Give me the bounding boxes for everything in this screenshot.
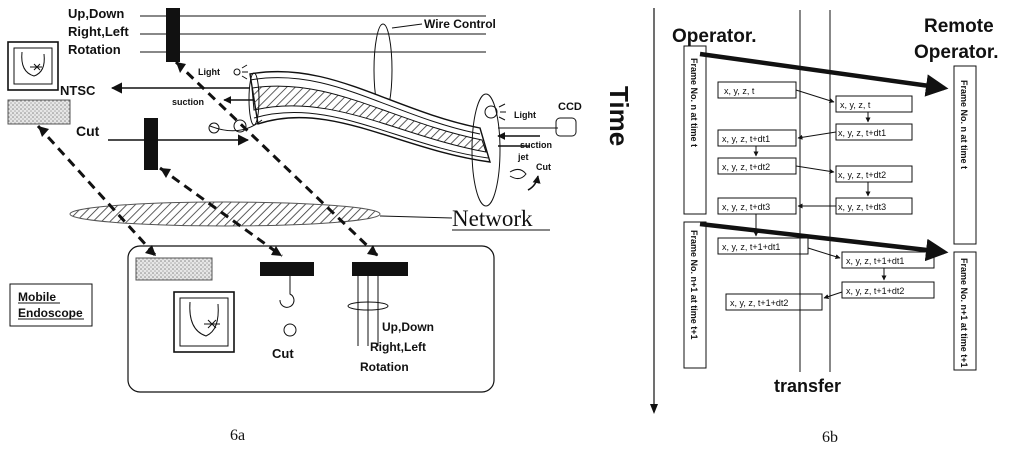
svg-text:x, y, z, t+1+dt2: x, y, z, t+1+dt2	[730, 298, 788, 308]
label-ntsc: NTSC	[60, 83, 96, 98]
label-light-right: Light	[514, 110, 536, 120]
caption-6a: 6a	[230, 427, 245, 444]
svg-text:x, y, z, t+dt3: x, y, z, t+dt3	[838, 202, 886, 212]
svg-text:x, y, z, t+dt2: x, y, z, t+dt2	[838, 170, 886, 180]
label-remote: Remote	[924, 16, 994, 37]
svg-text:x, y, z, t+dt1: x, y, z, t+dt1	[838, 128, 886, 138]
frame-right-1	[953, 65, 977, 245]
label-mobile: Mobile	[18, 290, 56, 304]
frame-left-1	[683, 45, 707, 215]
svg-text:x, y, z, t+1+dt1: x, y, z, t+1+dt1	[722, 242, 780, 252]
label-jet: jet	[517, 152, 529, 162]
label-up-down: Up,Down	[68, 6, 124, 21]
caption-6b: 6b	[822, 429, 838, 446]
label-time: Time	[604, 86, 634, 146]
svg-text:x, y, z, t+dt1: x, y, z, t+dt1	[722, 134, 770, 144]
right-packet-2: x, y, z, t+dt2	[835, 165, 913, 183]
control-block-cut	[144, 118, 158, 170]
frame-transfer-arrow-2	[699, 221, 949, 262]
label-frame-right-1: Frame No. n at time t	[959, 80, 969, 169]
mobile-endoscope-box	[127, 245, 495, 393]
frame-left-2	[683, 221, 707, 369]
svg-text:x, y, z, t: x, y, z, t	[840, 100, 871, 110]
label-wire-control: Wire Control	[424, 17, 496, 31]
monitor-icon-bottom	[173, 291, 235, 353]
left-packet-4: x, y, z, t+1+dt1	[717, 237, 809, 255]
label-suction-left: suction	[172, 97, 204, 107]
label-right-left: Right,Left	[68, 24, 129, 39]
mobile-cut-block	[260, 262, 314, 276]
endoscope-tube	[209, 70, 491, 163]
dashed-link-monitor	[36, 124, 158, 258]
label-transfer: transfer	[774, 376, 841, 396]
left-packet-1: x, y, z, t+dt1	[717, 129, 797, 147]
label-frame-left-1: Frame No. n at time t	[689, 58, 699, 147]
label-rotation: Rotation	[68, 42, 121, 57]
frame-transfer-arrow-1	[699, 51, 949, 97]
panel-6b: Operator. Remote Operator. transfer Fram…	[650, 8, 998, 446]
right-packet-1: x, y, z, t+dt1	[835, 123, 913, 141]
dashed-link-cut	[159, 166, 283, 258]
label-network: Network	[452, 206, 533, 231]
label-ccd: CCD	[558, 101, 582, 113]
label-cut-left: Cut	[76, 123, 100, 139]
left-packet-0: x, y, z, t	[717, 81, 797, 99]
label-bottom-rotation: Rotation	[360, 360, 409, 374]
left-packet-5: x, y, z, t+1+dt2	[725, 293, 823, 311]
label-remote-operator: Operator.	[914, 42, 998, 63]
left-packet-2: x, y, z, t+dt2	[717, 157, 797, 175]
mobile-endoscope-label-box	[9, 283, 93, 327]
mobile-ntsc-box	[135, 257, 213, 281]
ccd-box	[555, 117, 577, 137]
tube-end-ellipse	[471, 93, 501, 207]
label-light-left: Light	[198, 67, 220, 77]
label-endoscope: Endoscope	[18, 306, 83, 320]
right-packet-0: x, y, z, t	[835, 95, 913, 113]
ntsc-box	[7, 99, 71, 125]
dashed-link-control	[174, 60, 380, 258]
svg-text:x, y, z, t+1+dt1: x, y, z, t+1+dt1	[846, 256, 904, 266]
svg-text:x, y, z, t: x, y, z, t	[724, 86, 755, 96]
label-suction-right: suction	[520, 140, 552, 150]
label-frame-right-2: Frame No. n+1 at time t+1	[959, 258, 969, 368]
right-packet-3: x, y, z, t+dt3	[835, 197, 913, 215]
svg-text:x, y, z, t+dt2: x, y, z, t+dt2	[722, 162, 770, 172]
control-block-top	[166, 8, 180, 62]
monitor-icon-top	[7, 41, 59, 91]
frame-right-2	[953, 251, 977, 371]
label-cut-right: Cut	[536, 162, 551, 172]
label-operator: Operator.	[672, 26, 756, 47]
label-bottom-up-down: Up,Down	[382, 320, 434, 334]
label-bottom-right-left: Right,Left	[370, 340, 426, 354]
mobile-control-block	[352, 262, 408, 276]
left-packet-3: x, y, z, t+dt3	[717, 197, 797, 215]
right-packet-4: x, y, z, t+1+dt1	[841, 251, 935, 269]
svg-text:x, y, z, t+1+dt2: x, y, z, t+1+dt2	[846, 286, 904, 296]
label-cut-bottom: Cut	[272, 346, 294, 361]
svg-text:x, y, z, t+dt3: x, y, z, t+dt3	[722, 202, 770, 212]
right-packet-5: x, y, z, t+1+dt2	[841, 281, 935, 299]
panel-6a: Up,Down Right,Left Rotation Wire Control…	[7, 6, 634, 444]
label-frame-left-2: Frame No. n+1 at time t+1	[689, 230, 699, 340]
